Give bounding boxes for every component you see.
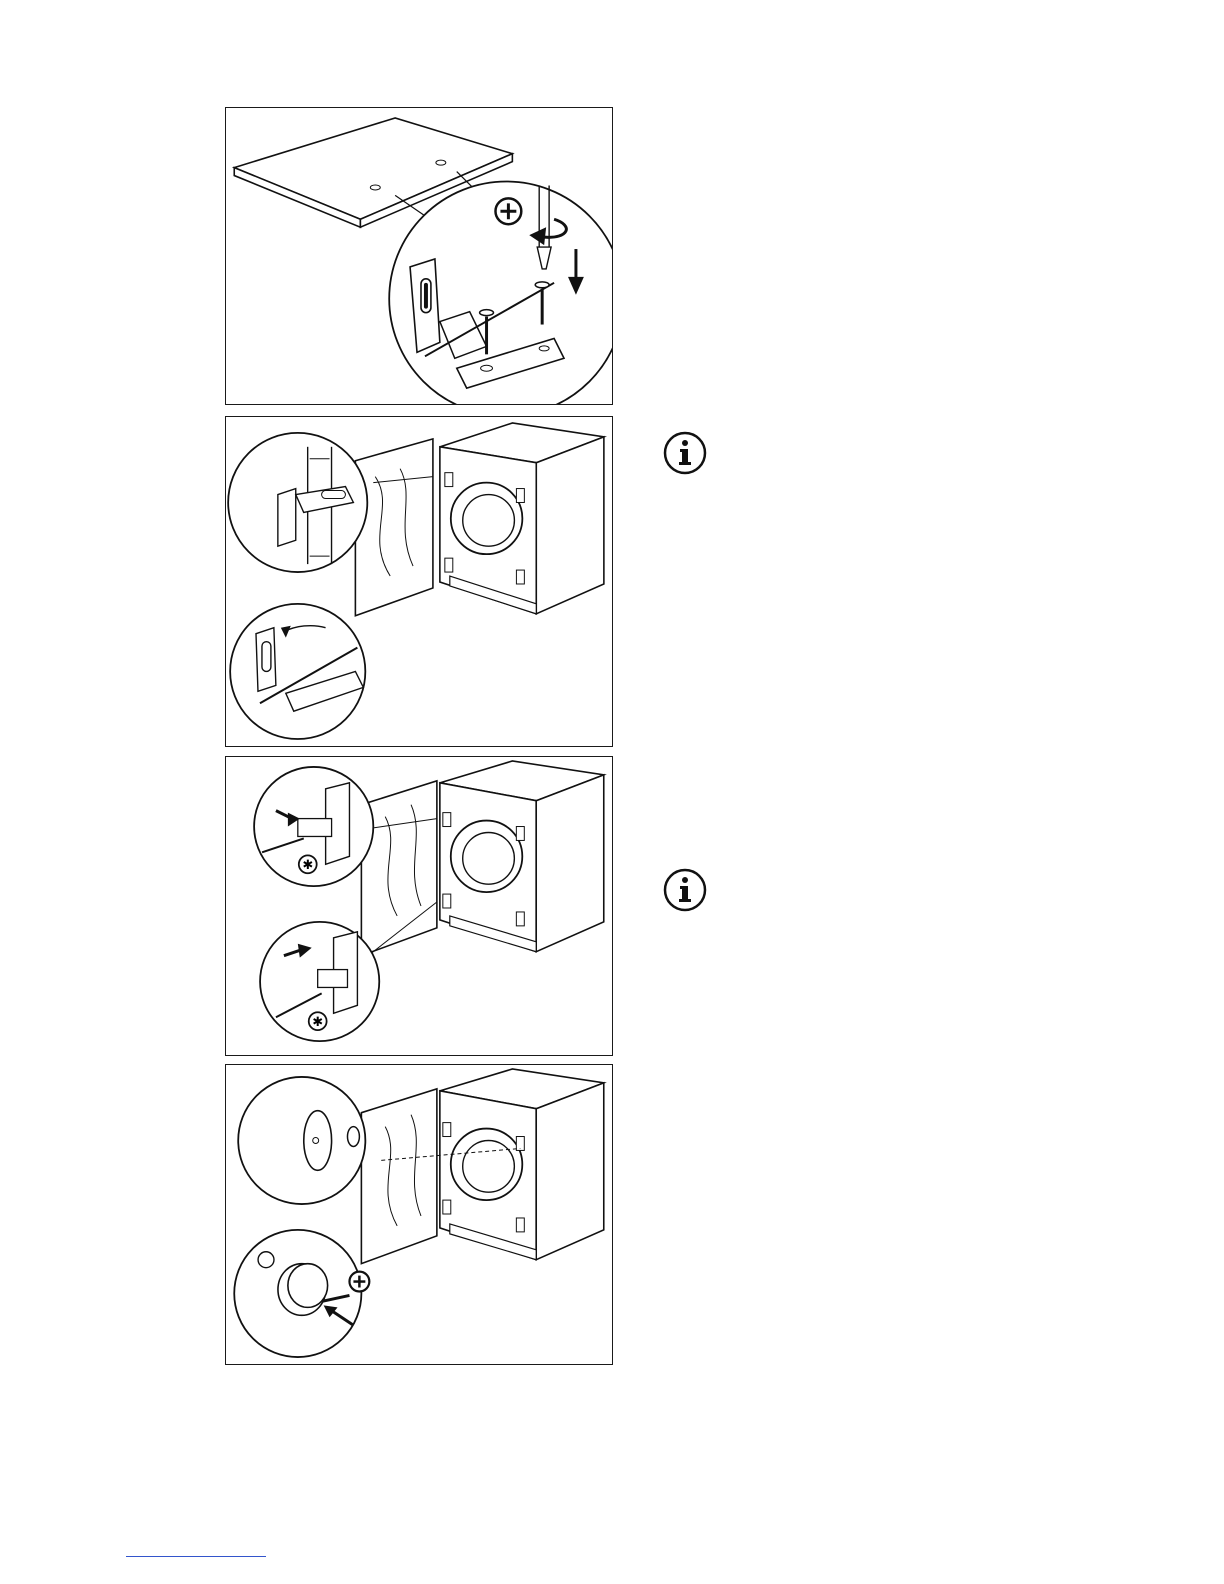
svg-text:✱: ✱ — [312, 1015, 323, 1030]
torx-screw-icon: ✱ — [299, 855, 317, 873]
door-buffer-illustration — [226, 1065, 612, 1364]
hinge-fixing-illustration: ✱ ✱ — [226, 757, 612, 1055]
figure-hinge-plate-mounting — [225, 107, 613, 405]
svg-text:✱: ✱ — [302, 858, 313, 873]
torx-screw-icon: ✱ — [309, 1012, 327, 1030]
door-alignment-illustration — [226, 417, 612, 746]
figure-door-alignment — [225, 416, 613, 747]
phillips-screw-icon — [349, 1272, 369, 1292]
footer-rule — [126, 1556, 266, 1557]
hinge-plate-illustration — [226, 108, 612, 404]
info-icon — [663, 868, 707, 912]
phillips-screw-icon — [495, 198, 521, 224]
figure-hinge-fixing: ✱ ✱ — [225, 756, 613, 1056]
figure-door-buffer — [225, 1064, 613, 1365]
info-icon — [663, 431, 707, 475]
